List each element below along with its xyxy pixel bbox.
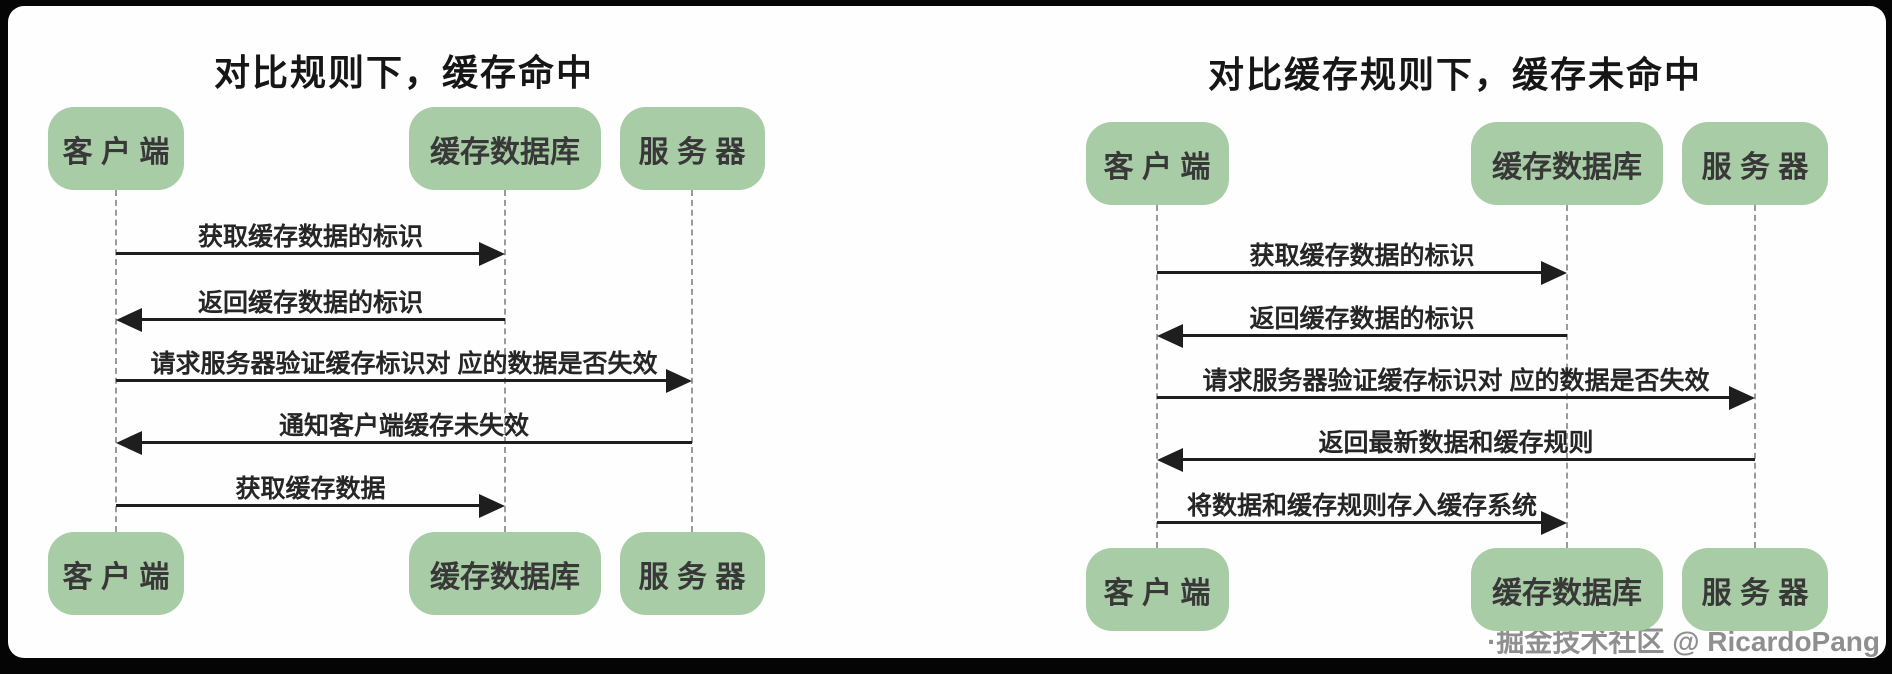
arrow-head-icon: [1157, 448, 1183, 472]
message-line: [1157, 271, 1543, 274]
diagram-title: 对比缓存规则下，缓存未命中: [1207, 54, 1703, 95]
actor-box-client-top: 客 户 端: [48, 107, 184, 190]
arrow-head-icon: [479, 494, 505, 518]
message-line: [1157, 396, 1731, 399]
message-label: 获取缓存数据的标识: [1249, 242, 1475, 270]
arrow-head-icon: [1541, 261, 1567, 285]
message-line: [116, 504, 481, 507]
arrow-head-icon: [1157, 324, 1183, 348]
arrow-head-icon: [666, 369, 692, 393]
message-label: 通知客户端缓存未失效: [278, 412, 530, 440]
message-label: 获取缓存数据: [235, 475, 386, 503]
lifeline-client: [115, 190, 117, 532]
message-line: [1181, 458, 1755, 461]
message-line: [116, 252, 481, 255]
lifeline-cache-db: [504, 190, 506, 532]
message-line: [116, 379, 668, 382]
actor-box-client-bottom: 客 户 端: [1085, 548, 1229, 631]
message-label: 返回缓存数据的标识: [1249, 305, 1475, 333]
message-label: 请求服务器验证缓存标识对 应的数据是否失效: [150, 350, 658, 378]
message-line: [140, 441, 692, 444]
actor-box-cache-db-top: 缓存数据库: [1471, 122, 1663, 205]
message-label: 获取缓存数据的标识: [197, 223, 424, 251]
arrow-head-icon: [1541, 511, 1567, 535]
actor-box-server-bottom: 服 务 器: [1682, 548, 1828, 631]
actor-box-server-top: 服 务 器: [1682, 122, 1828, 205]
lifeline-server: [691, 190, 693, 532]
arrow-head-icon: [1729, 386, 1755, 410]
actor-box-server-top: 服 务 器: [619, 107, 765, 190]
actor-box-server-bottom: 服 务 器: [619, 532, 765, 615]
actor-box-client-bottom: 客 户 端: [48, 532, 184, 615]
message-label: 将数据和缓存规则存入缓存系统: [1186, 492, 1538, 520]
message-label: 请求服务器验证缓存标识对 应的数据是否失效: [1202, 367, 1710, 395]
lifeline-client: [1156, 205, 1158, 548]
arrow-head-icon: [479, 242, 505, 266]
arrow-head-icon: [116, 308, 142, 332]
message-line: [1157, 521, 1543, 524]
message-line: [140, 318, 505, 321]
arrow-head-icon: [116, 431, 142, 455]
message-label: 返回缓存数据的标识: [197, 289, 424, 317]
lifeline-cache-db: [1566, 205, 1568, 548]
actor-box-cache-db-top: 缓存数据库: [409, 107, 601, 190]
lifeline-server: [1754, 205, 1756, 548]
actor-box-cache-db-bottom: 缓存数据库: [409, 532, 601, 615]
message-label: 返回最新数据和缓存规则: [1318, 429, 1594, 457]
message-line: [1181, 334, 1567, 337]
watermark: ·掘金技术社区 @ RicardoPang: [1487, 626, 1880, 657]
actor-box-client-top: 客 户 端: [1085, 122, 1229, 205]
diagram-title: 对比规则下，缓存命中: [213, 52, 595, 93]
actor-box-cache-db-bottom: 缓存数据库: [1471, 548, 1663, 631]
